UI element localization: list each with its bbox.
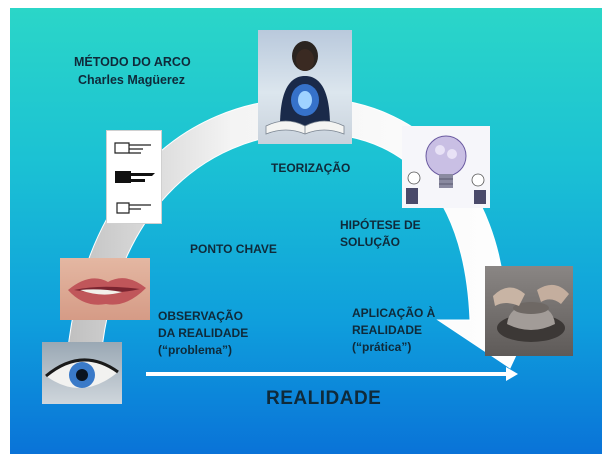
pointing-hands-icon <box>114 142 155 214</box>
diagram-title-line1: MÉTODO DO ARCO <box>74 55 191 69</box>
pottery-icon <box>493 284 569 342</box>
stage-label-observacao: OBSERVAÇÃO DA REALIDADE (“problema”) <box>158 309 249 357</box>
pointing-hands-drawing <box>106 130 162 224</box>
lightbulb-people-illustration <box>402 126 490 208</box>
lightbulb-icon <box>406 135 486 204</box>
pottery-hands-photo <box>485 266 573 356</box>
diagram-title-line2: Charles Magüerez <box>78 73 185 87</box>
mouth-icon <box>68 278 146 305</box>
stage-label-teorizacao: TEORIZAÇÃO <box>271 161 351 175</box>
eye-photo <box>42 342 122 404</box>
slide: MÉTODO DO ARCO Charles Magüerez <box>10 8 602 454</box>
realidade-label: REALIDADE <box>266 388 382 409</box>
eye-icon <box>45 358 119 389</box>
stage-label-aplicacao: APLICAÇÃO À REALIDADE (“prática”) <box>352 306 436 354</box>
mouth-photo <box>60 258 150 320</box>
stage-label-ponto-chave: PONTO CHAVE <box>190 242 277 256</box>
realidade-arrow-head <box>506 367 518 381</box>
stage-label-hipotese: HIPÓTESE DE SOLUÇÃO <box>340 218 421 249</box>
reading-person-photo <box>258 30 352 144</box>
person-reading-icon <box>265 41 345 135</box>
